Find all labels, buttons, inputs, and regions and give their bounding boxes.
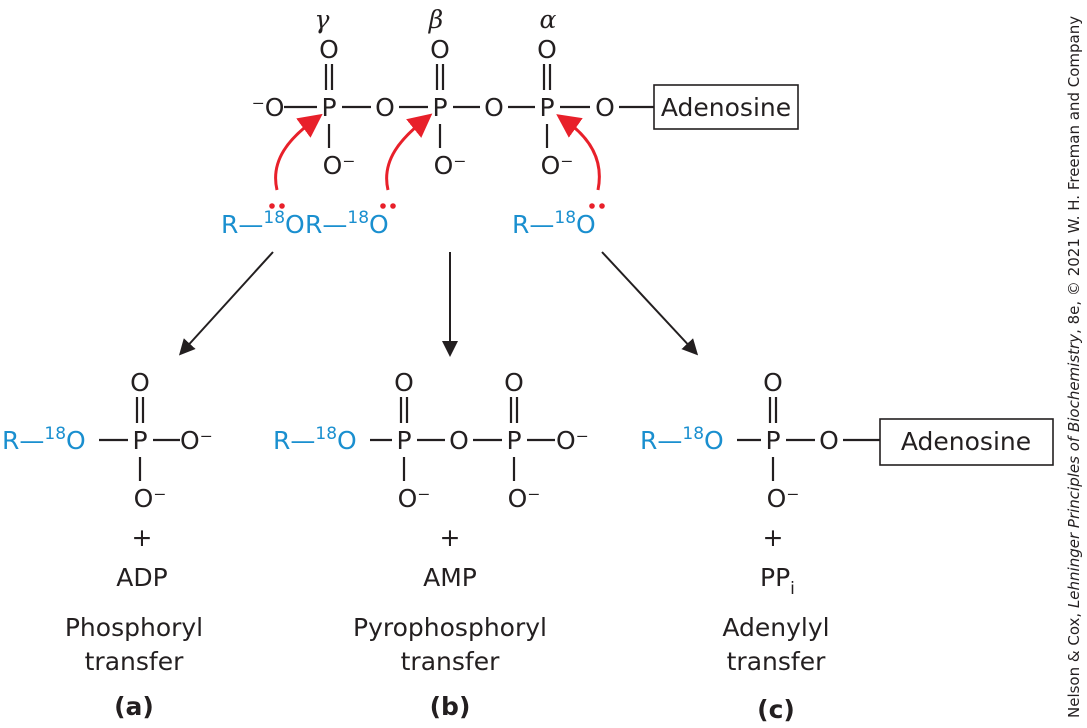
lone-pair-dot xyxy=(269,203,275,209)
beta-oxo-oxygen: O xyxy=(430,35,450,64)
nucleophile-a: R—18O xyxy=(221,113,323,239)
reaction-arrow-c xyxy=(601,251,699,356)
phosphorus: P xyxy=(506,426,521,455)
phosphorus: P xyxy=(765,426,780,455)
nucleophile-r: R—18O xyxy=(305,208,389,239)
nucleophile-r: R—18O xyxy=(221,208,305,239)
gamma-oxo-oxygen: O xyxy=(319,35,339,64)
adenosine-box xyxy=(653,84,799,130)
bridging-oxygen: O xyxy=(449,426,469,455)
oxo-oxygen: O xyxy=(130,368,150,397)
double-bond xyxy=(135,397,145,423)
transfer-name-line1: Adenylyl xyxy=(722,613,829,642)
nucleophile-c: R—18O xyxy=(512,114,605,239)
product-a: O R—18O P O⁻ O⁻ + ADP Phosphoryl transfe… xyxy=(2,368,213,721)
oxyanion: O⁻ xyxy=(767,484,800,513)
product-b: O O R—18O P O P O⁻ O⁻ O⁻ + AMP Pyrophosp… xyxy=(273,368,589,721)
transfer-name-line2: transfer xyxy=(401,647,500,676)
lone-pair-dot xyxy=(390,203,396,209)
ester-oxygen: O xyxy=(595,93,615,122)
transfer-name-line2: transfer xyxy=(727,647,826,676)
plus-sign: + xyxy=(132,523,153,552)
alpha-double-bond xyxy=(542,64,552,90)
alpha-oxyanion: O⁻ xyxy=(541,151,574,180)
gamma-oxyanion: O⁻ xyxy=(323,151,356,180)
plus-sign: + xyxy=(440,523,461,552)
reaction-arrow-a xyxy=(178,251,274,356)
nucleophile-b: R—18O xyxy=(305,113,433,239)
lone-pair-dot xyxy=(589,203,595,209)
adenosine-box xyxy=(879,418,1054,466)
alpha-label: α xyxy=(540,5,557,34)
oxo-oxygen: O xyxy=(504,368,524,397)
bridging-oxygen: O xyxy=(375,93,395,122)
double-bond xyxy=(768,397,778,423)
copyright-credit: Nelson & Cox, Lehninger Principles of Bi… xyxy=(1065,16,1083,718)
alpha-oxo-oxygen: O xyxy=(537,35,557,64)
terminal-oxyanion: ⁻O xyxy=(252,93,285,122)
lone-pair-dot xyxy=(279,203,285,209)
beta-double-bond xyxy=(435,64,445,90)
leaving-group: ADP xyxy=(116,563,167,592)
labeled-ester: R—18O xyxy=(2,424,86,455)
oxyanion: O⁻ xyxy=(398,484,431,513)
adenosine-label: Adenosine xyxy=(661,93,791,122)
labeled-ester: R—18O xyxy=(273,424,357,455)
atp-molecule: γ β α O O O ⁻O P O P O P O Adenosine O⁻ … xyxy=(252,5,799,180)
oxyanion: O⁻ xyxy=(508,484,541,513)
panel-label: (c) xyxy=(757,695,795,724)
transfer-name-line1: Pyrophosphoryl xyxy=(353,613,547,642)
transfer-name-line2: transfer xyxy=(85,647,184,676)
ester-oxygen: O xyxy=(819,426,839,455)
beta-phosphorus: P xyxy=(432,93,447,122)
phosphorus: P xyxy=(396,426,411,455)
leaving-group: AMP xyxy=(423,563,477,592)
beta-oxyanion: O⁻ xyxy=(434,151,467,180)
oxo-oxygen: O xyxy=(763,368,783,397)
lone-pair-dot xyxy=(599,203,605,209)
gamma-double-bond xyxy=(324,64,334,90)
plus-sign: + xyxy=(763,523,784,552)
bridging-oxygen: O xyxy=(484,93,504,122)
panel-label: (a) xyxy=(114,692,154,721)
labeled-ester: R—18O xyxy=(640,424,724,455)
alpha-phosphorus: P xyxy=(539,93,554,122)
leaving-group: PPi xyxy=(760,563,795,599)
attack-arrow-beta xyxy=(385,113,433,191)
product-c: O R—18O P O Adenosine O⁻ + PPi Adenylyl … xyxy=(640,368,1054,724)
oxyanion: O⁻ xyxy=(180,426,213,455)
double-bond xyxy=(509,397,519,423)
lone-pair-dot xyxy=(380,203,386,209)
oxo-oxygen: O xyxy=(394,368,414,397)
attack-arrow-alpha xyxy=(556,114,601,191)
oxyanion: O⁻ xyxy=(134,484,167,513)
gamma-phosphorus: P xyxy=(321,93,336,122)
oxyanion: O⁻ xyxy=(556,426,589,455)
beta-label: β xyxy=(428,5,443,34)
phosphorus: P xyxy=(132,426,147,455)
gamma-label: γ xyxy=(315,5,330,34)
nucleophile-r: R—18O xyxy=(512,208,596,239)
double-bond xyxy=(399,397,409,423)
panel-label: (b) xyxy=(430,692,471,721)
transfer-name-line1: Phosphoryl xyxy=(65,613,203,642)
adenosine-label: Adenosine xyxy=(901,427,1031,456)
attack-arrow-gamma xyxy=(274,113,323,191)
